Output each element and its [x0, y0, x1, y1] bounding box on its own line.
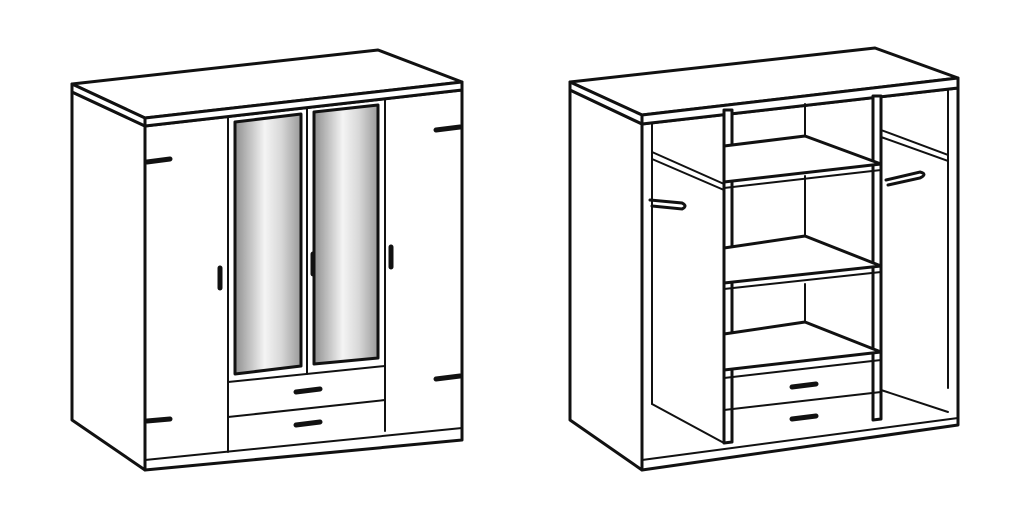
- top-edge-front: [143, 80, 464, 128]
- hanging-rail: [884, 170, 926, 187]
- shelf-edge: [723, 169, 882, 189]
- plinth-line: [144, 427, 463, 461]
- mirror-right: [312, 103, 380, 366]
- drawer-handle: [789, 381, 819, 390]
- closed-wardrobe: [70, 48, 464, 472]
- drawer-handle: [789, 413, 819, 422]
- hinge: [144, 156, 173, 165]
- hinge: [144, 416, 173, 424]
- side-panel: [70, 90, 147, 472]
- hinge: [433, 373, 463, 382]
- shelf-middle-1: [722, 134, 883, 184]
- shelf-edge: [723, 271, 882, 290]
- partition-right: [871, 94, 883, 422]
- front-panel: [143, 88, 464, 472]
- shelf-middle-2: [722, 234, 883, 285]
- drawer-split: [227, 399, 386, 418]
- plinth-line: [641, 417, 959, 461]
- mirror-left: [233, 112, 303, 376]
- drawer-handle: [293, 386, 323, 395]
- floor-left: [651, 403, 725, 444]
- drawer-handle: [293, 419, 323, 428]
- drawer-top: [227, 365, 386, 383]
- top-edge-front: [640, 76, 960, 126]
- side-panel: [568, 88, 644, 472]
- open-wardrobe: [568, 46, 960, 472]
- hinge: [433, 124, 463, 133]
- drawer-top: [723, 359, 882, 379]
- drawer-split: [723, 391, 882, 411]
- floor-right: [880, 389, 949, 413]
- shelf-right: [880, 129, 949, 163]
- shelf-middle-3: [722, 320, 883, 372]
- hanging-rail: [648, 198, 687, 211]
